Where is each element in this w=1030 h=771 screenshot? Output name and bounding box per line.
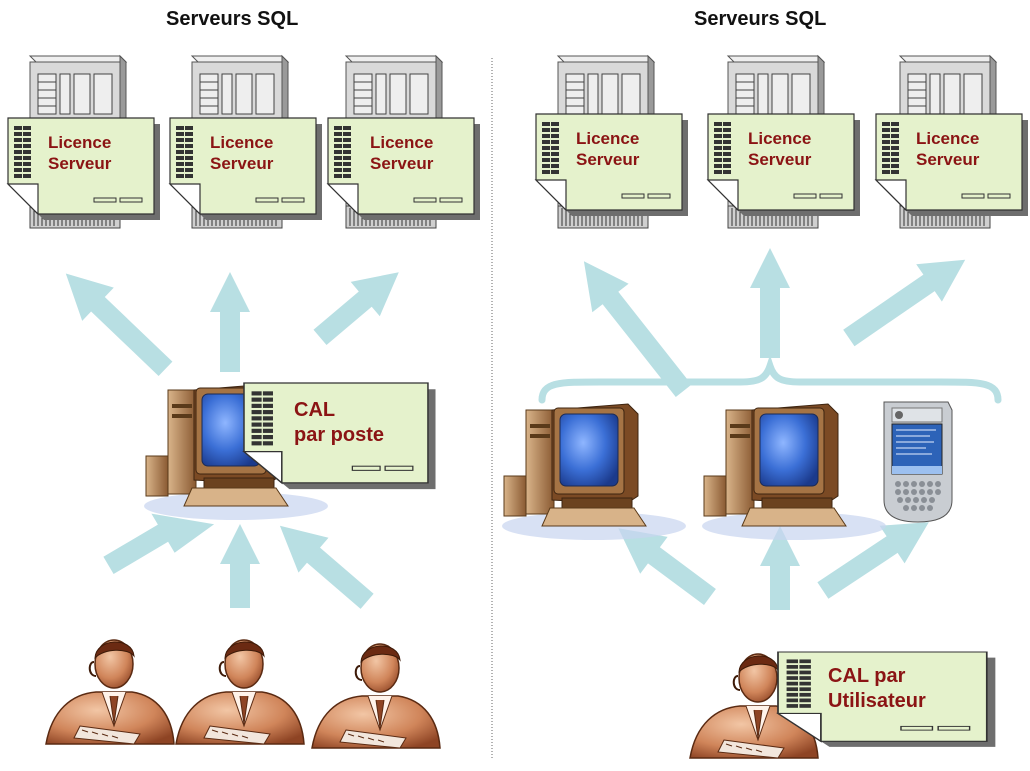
- license-label-line1: Licence: [48, 133, 112, 152]
- arrow-to-computer-left-3: [279, 525, 374, 609]
- arrow-to-server-right-3: [843, 259, 966, 347]
- arrow-to-computer-left-1: [103, 513, 215, 574]
- license-label-left-2: Licence Serveur: [210, 132, 273, 175]
- license-label-line1: Licence: [748, 129, 812, 148]
- license-label-line1: Licence: [370, 133, 434, 152]
- license-label-right-2: Licence Serveur: [748, 128, 811, 171]
- user-cal-label: CAL par Utilisateur: [828, 664, 926, 714]
- left-title: Serveurs SQL: [166, 8, 299, 30]
- device-cal-line1: CAL: [294, 399, 336, 421]
- license-label-left-3: Licence Serveur: [370, 132, 433, 175]
- license-label-line2: Serveur: [48, 154, 112, 174]
- arrow-to-server-left-1: [65, 273, 173, 376]
- arrow-to-server-right-2: [750, 248, 790, 358]
- arrow-to-computer-left-2: [220, 524, 260, 608]
- arrow-to-device-right-2: [760, 526, 800, 610]
- arrow-to-device-right-1: [618, 528, 716, 605]
- arrows-left: [65, 272, 399, 609]
- user-left-3: [311, 643, 441, 749]
- license-label-line1: Licence: [210, 133, 274, 152]
- license-label-line1: Licence: [576, 129, 640, 148]
- license-label-line2: Serveur: [210, 154, 274, 174]
- license-label-line2: Serveur: [916, 150, 980, 170]
- grouping-brace: [538, 354, 1002, 404]
- arrow-to-server-left-3: [313, 272, 399, 345]
- license-label-line2: Serveur: [370, 154, 434, 174]
- pocket-pc-icon: [883, 401, 953, 523]
- license-label-line2: Serveur: [748, 150, 812, 170]
- license-label-left-1: Licence Serveur: [48, 132, 111, 175]
- device-cal-label: CAL par poste: [294, 398, 384, 448]
- arrow-to-device-right-3: [817, 522, 929, 599]
- desktop-computer-right-2: [701, 403, 887, 541]
- license-label-line1: Licence: [916, 129, 980, 148]
- license-label-line2: Serveur: [576, 150, 640, 170]
- device-cal-line2: par poste: [294, 424, 385, 446]
- desktop-computer-right-1: [501, 403, 687, 541]
- arrow-to-server-left-2: [210, 272, 250, 372]
- user-left-1: [45, 639, 175, 745]
- user-cal-line1: CAL par: [828, 665, 906, 687]
- license-label-right-1: Licence Serveur: [576, 128, 639, 171]
- arrows-right: [583, 248, 966, 610]
- license-label-right-3: Licence Serveur: [916, 128, 979, 171]
- right-title: Serveurs SQL: [694, 8, 827, 30]
- user-cal-line2: Utilisateur: [828, 690, 926, 712]
- arrow-to-server-right-1: [583, 261, 692, 397]
- user-left-2: [175, 639, 305, 745]
